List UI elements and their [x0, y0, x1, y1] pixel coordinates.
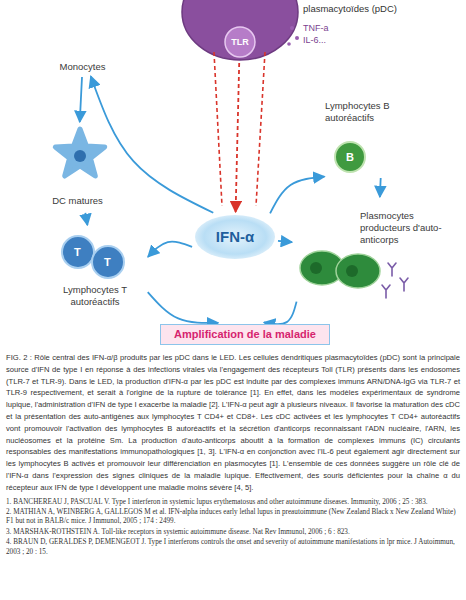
arrow-connector: [148, 292, 218, 323]
figure-caption: FIG. 2 : Rôle central des IFN-α/β produi…: [6, 352, 460, 494]
cytokine-label: IFN-α: [216, 228, 254, 246]
cell-letter: T: [74, 246, 81, 258]
reference-entry: 4. BRAUN D, GERALDES P, DEMENGEOT J. Typ…: [6, 538, 460, 557]
pdc-cell-body: [182, 0, 298, 60]
cell-label: Lymphocytes B autoréactifs: [325, 100, 440, 124]
ifn-burst: IFN-α: [195, 215, 275, 259]
secretion-lines: [214, 52, 265, 206]
arrow-connector: [264, 302, 297, 325]
cell-label: Plasmocytes producteurs d'auto-anticorps: [360, 210, 460, 246]
cell-label: Lymphocytes T autoréactifs: [45, 284, 145, 308]
arrow-connector: [80, 77, 82, 122]
cell-nucleus: [310, 262, 322, 274]
cell-letter: B: [346, 151, 354, 163]
b-cell: [335, 142, 365, 172]
cell-label: Monocytes: [60, 61, 106, 73]
plasma-cell: [336, 254, 380, 288]
antibody-symbols: [382, 263, 408, 298]
dendritic-cell: [55, 129, 104, 176]
cytokine-label: TNF-a: [303, 23, 329, 34]
reference-entry: 2. MATHIAN A, WEINBERG A, GALLEGOS M et …: [6, 508, 460, 527]
cytokine-label: IL-6...: [303, 35, 326, 46]
arrow-connector: [379, 178, 382, 197]
cytokine-dots: [287, 26, 299, 46]
cell-label: DC matures: [52, 195, 103, 207]
arrow-connector: [236, 63, 240, 212]
endosome: [225, 27, 255, 57]
outcome-label: Amplification de la maladie: [174, 328, 316, 341]
t-cell: [62, 236, 94, 268]
arrow-connector: [85, 213, 87, 225]
cell-letter: T: [104, 256, 111, 268]
arrow-connector: [270, 177, 324, 214]
caption-block: FIG. 2 : Rôle central des IFN-α/β produi…: [6, 352, 460, 558]
cell-node: Lymphocytes B autoréactifs: [325, 100, 440, 175]
t-cell: [92, 246, 124, 278]
cell-node: Monocytes: [45, 60, 120, 74]
cell-node: Lymphocytes T autoréactifs: [45, 228, 145, 310]
receptor-label: TLR: [231, 37, 249, 48]
cell-nucleus: [74, 150, 86, 162]
pdc-cell: plasmacytoïdes (pDC)TLR: [185, 0, 295, 60]
reference-entry: 3. MARSHAK-ROTHSTEIN A. Toll-like recept…: [6, 528, 460, 537]
arrow-connector: [278, 241, 292, 242]
reference-entry: 1. BANCHEREAU J, PASCUAL V. Type I inter…: [6, 498, 460, 507]
cell-node: DC matures: [30, 125, 125, 210]
outcome-box: Amplification de la maladie: [160, 324, 330, 345]
cell-heading: plasmacytoïdes (pDC): [303, 3, 397, 14]
arrow-connector: [148, 242, 192, 257]
arrow-connector: [91, 76, 213, 213]
cell-node: Plasmocytes producteurs d'auto-anticorps: [295, 200, 460, 300]
cell-nucleus: [346, 265, 358, 277]
